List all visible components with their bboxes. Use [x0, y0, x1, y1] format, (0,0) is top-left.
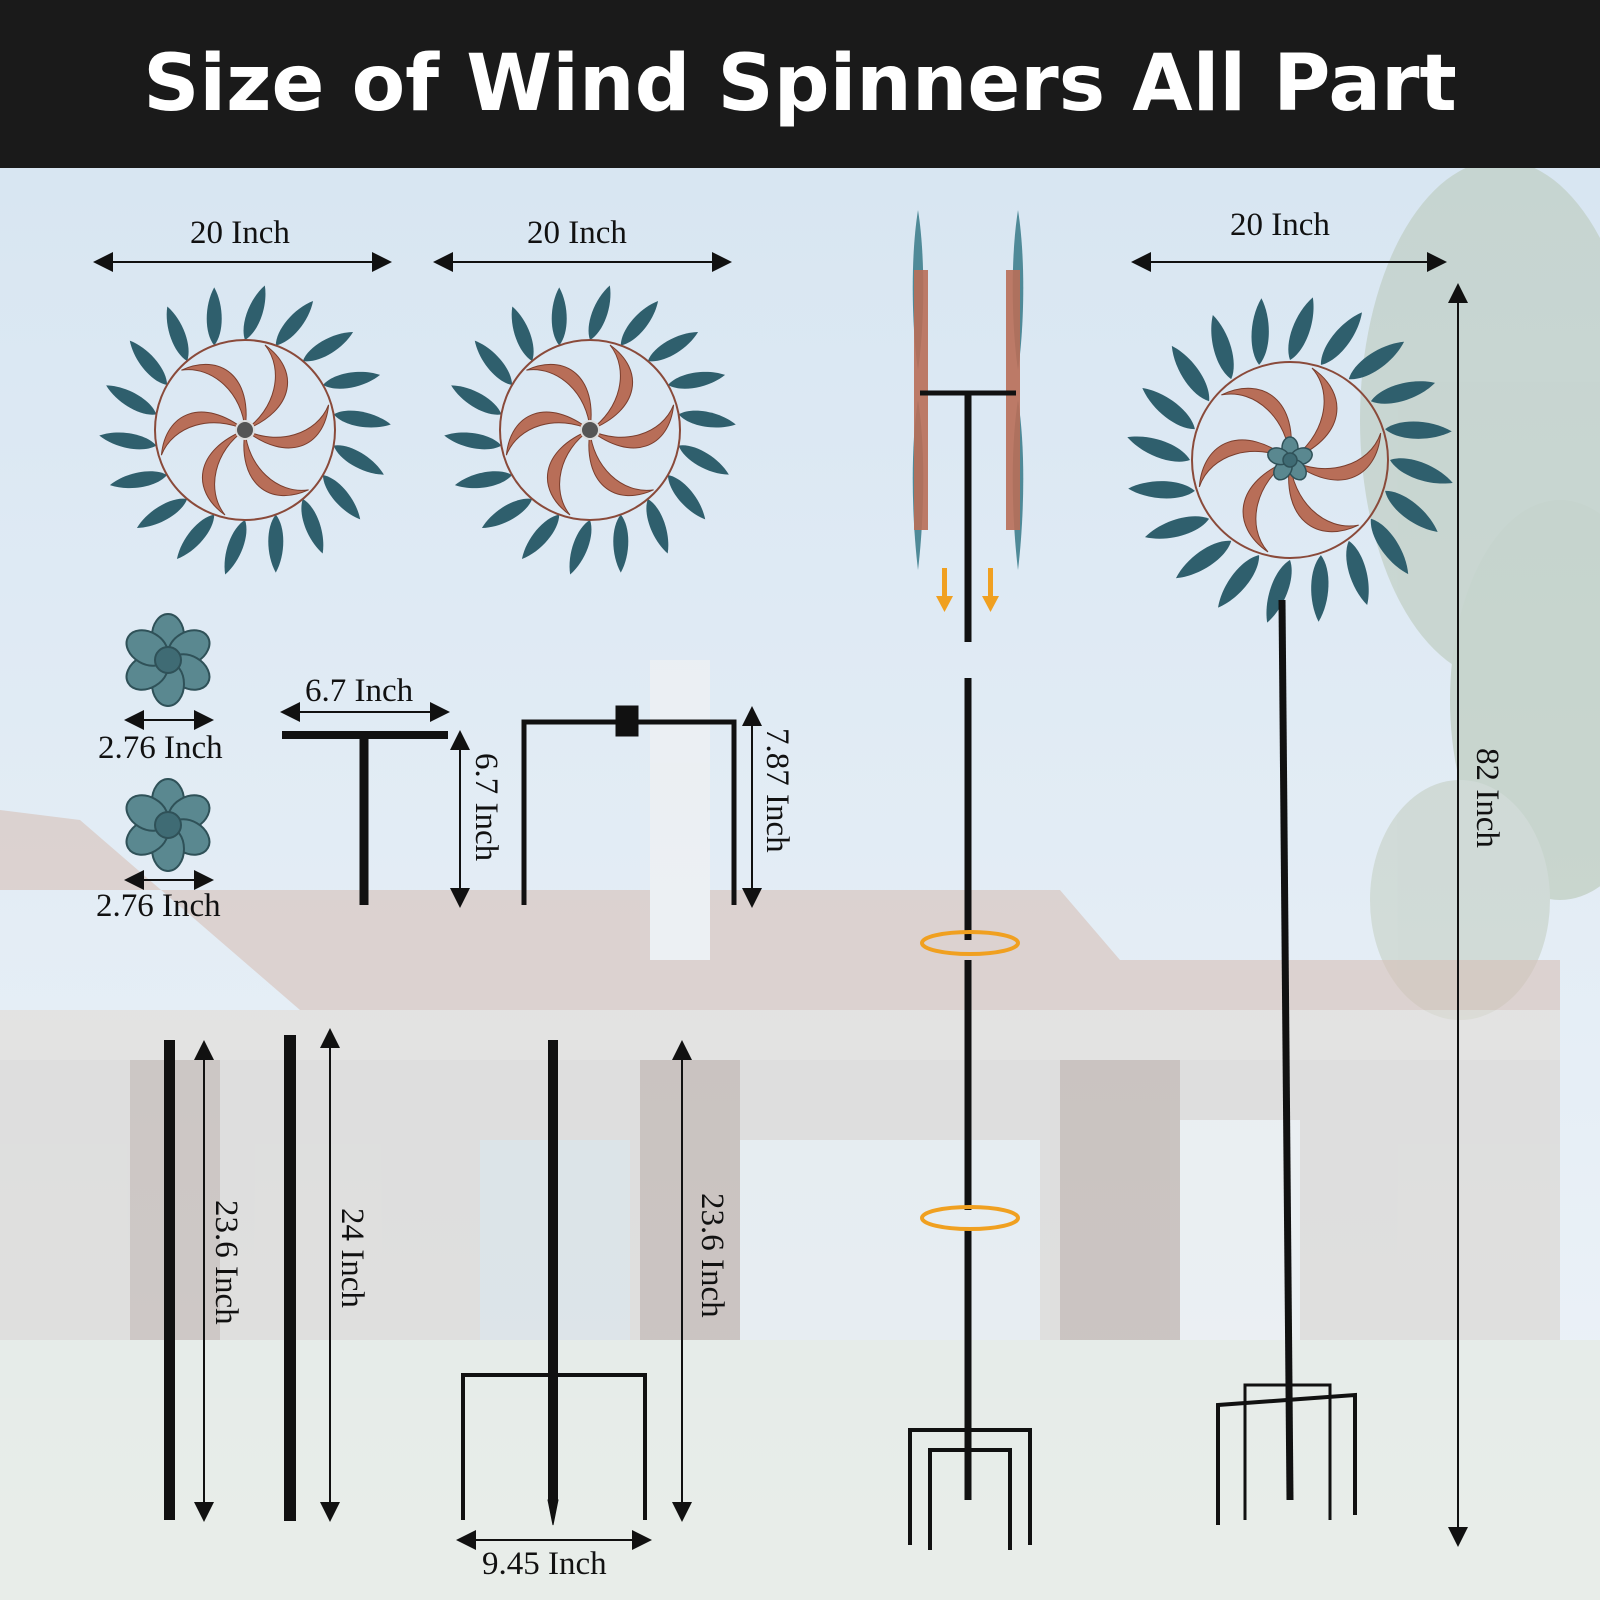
flower-cap-2	[125, 778, 211, 872]
ground-stake-part	[461, 1040, 647, 1526]
page-title: Size of Wind Spinners All Part	[143, 39, 1457, 129]
tbar-width-label: 6.7 Inch	[305, 673, 414, 709]
spinner-wheel-1	[97, 282, 393, 578]
spinner-wheel-2	[442, 282, 738, 578]
pole-segment-1	[164, 1040, 175, 1520]
flower-cap-1	[125, 613, 211, 707]
down-arrow-icon	[936, 568, 999, 612]
assembled-spinner	[1124, 294, 1456, 626]
pole1-length-label: 23.6 Inch	[208, 1200, 244, 1325]
scene-illustration	[0, 160, 1600, 1600]
tree-background	[1360, 160, 1600, 1020]
pole-segment-2	[284, 1035, 296, 1521]
wheel1-width-label: 20 Inch	[190, 215, 290, 251]
t-bar-part	[282, 731, 448, 905]
side-view-stake	[908, 1428, 1032, 1550]
u-bracket-part	[521, 705, 737, 905]
header-banner: Size of Wind Spinners All Part	[0, 0, 1600, 168]
cap1-width-label: 2.76 Inch	[98, 730, 223, 766]
tbar-height-label: 6.7 Inch	[468, 753, 504, 862]
pole2-length-label: 24 Inch	[334, 1208, 370, 1308]
bracket-height-label: 7.87 Inch	[759, 728, 795, 853]
stake-height-label: 23.6 Inch	[694, 1193, 730, 1318]
wheel2-width-label: 20 Inch	[527, 215, 627, 251]
cap2-width-label: 2.76 Inch	[96, 888, 221, 924]
total-height-label: 82 Inch	[1469, 748, 1505, 848]
stake-width-label: 9.45 Inch	[482, 1546, 607, 1582]
product-scene: 20 Inch 20 Inch 20 Inch 2.76 Inch 2.76 I…	[0, 160, 1600, 1600]
side-view-wheels	[912, 210, 1024, 642]
assembled-width-label: 20 Inch	[1230, 207, 1330, 243]
rotate-arrow-icon	[920, 930, 1020, 1231]
assembled-pole	[1216, 599, 1357, 1525]
